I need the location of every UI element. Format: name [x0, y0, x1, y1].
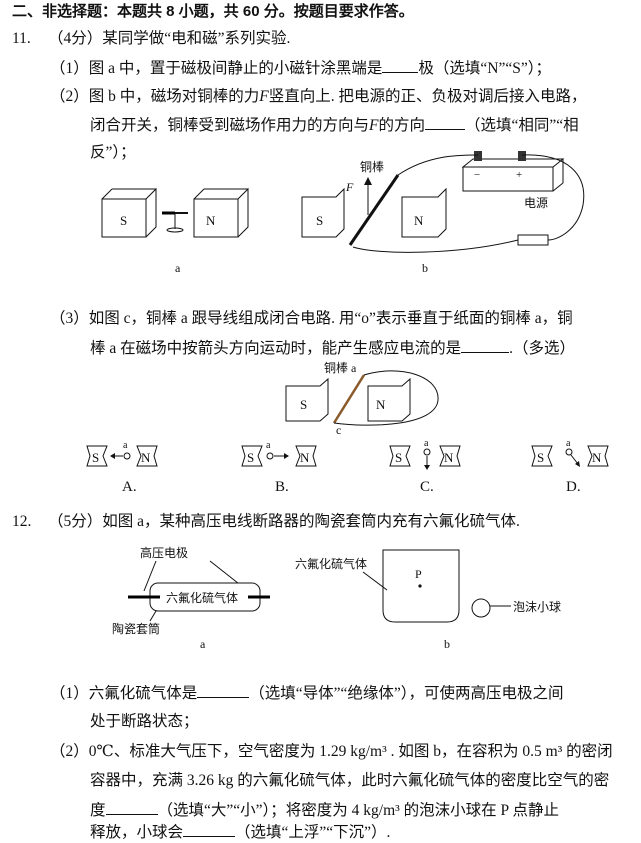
answer-blank[interactable]	[382, 58, 419, 73]
option-b[interactable]: B.	[275, 479, 289, 495]
q11-part2: （2）图 b 中，磁场对铜棒的力F竖直向上. 把电源的正、负极对调后接入电路，	[50, 87, 587, 107]
motion-arrow	[570, 454, 579, 465]
gas-label: 六氟化硫气体	[166, 590, 238, 605]
copper-rod-a	[332, 374, 366, 424]
n-pole-label: N	[206, 213, 216, 228]
option-a-figure: S a N	[86, 440, 158, 467]
q12-number: 12.	[12, 513, 32, 530]
n-pole-label: N	[414, 213, 424, 228]
q11-p2-text3: 闭合开关，铜棒受到磁场作用力的方向与	[90, 117, 370, 134]
point-p-label: P	[415, 567, 422, 581]
n-pole-label: N	[300, 450, 310, 465]
option-c-figure: S a N	[389, 438, 461, 470]
fig-12b-caption: b	[444, 637, 450, 651]
q12-p2-text: （2）0℃、标准大气压下，空气密度为 1.29 kg/m³ . 如图 b，在容积…	[50, 743, 613, 760]
q11-number: 11.	[12, 30, 31, 47]
q11-part3-line2: 棒 a 在磁场中按箭头方向运动时，能产生感应电流的是 .（多选）	[90, 338, 575, 359]
q12-p2-text6: （选填“上浮”“下沉”）.	[235, 824, 391, 841]
force-symbol: F	[259, 88, 269, 105]
q12-p2-text2: 容器中，充满 3.26 kg 的六氟化硫气体，此时六氟化硫气体的密度比空气的密	[90, 772, 610, 789]
minus-label: −	[474, 169, 480, 181]
rod-a-label: 铜棒 a	[324, 360, 357, 375]
n-pole-label: N	[444, 450, 454, 465]
force-symbol: F	[369, 117, 379, 134]
figure-12a: 高压电极 六氟化硫气体 陶瓷套筒	[112, 545, 270, 636]
q12-p2-text3: 度	[90, 802, 106, 819]
rod-label: a	[424, 438, 429, 449]
fig-11b-caption: b	[422, 261, 428, 275]
rod-label: 铜棒	[360, 159, 384, 174]
figure-11b: 铜棒 F S N − + 电源	[301, 151, 585, 253]
q12-part1: （1）六氟化硫气体是 （选填“导体”“绝缘体”），可使两高压电极之间	[50, 683, 564, 704]
q11-p3-text3: .（多选）	[509, 340, 576, 357]
q11-p1-text: （1）图 a 中，置于磁极间静止的小磁针涂黑端是	[50, 60, 383, 77]
q12-p2-text4: （选填“大”“小”）；将密度为 4 kg/m³ 的泡沫小球在 P 点静止	[157, 802, 559, 819]
answer-blank[interactable]	[425, 115, 465, 130]
option-b-figure: S a N	[241, 440, 317, 467]
q11-part1: （1）图 a 中，置于磁极间静止的小磁针涂黑端是 极（选填“N”“S”）；	[50, 58, 551, 79]
q11-p2-text5: （选填“相同”“相	[465, 117, 579, 134]
q11-p3-text: （3）如图 c，铜棒 a 跟导线组成闭合电路. 用“o”表示垂直于纸面的铜棒 a…	[50, 310, 573, 327]
s-pole-label: S	[120, 213, 127, 228]
answer-blank[interactable]	[183, 822, 236, 837]
option-d[interactable]: D.	[566, 479, 581, 495]
q11-p2-text6: 反”）；	[90, 144, 136, 161]
switch	[517, 234, 549, 246]
fig-11a-caption: a	[175, 261, 181, 275]
answer-blank[interactable]	[461, 338, 510, 353]
n-pole-label: N	[141, 450, 151, 465]
answer-blank[interactable]	[105, 800, 158, 815]
n-pole-label: N	[376, 397, 386, 412]
fig-12a-caption: a	[200, 637, 206, 651]
point-p	[418, 584, 422, 588]
q12-part2-line3: 度 （选填“大”“小”）；将密度为 4 kg/m³ 的泡沫小球在 P 点静止	[90, 800, 559, 821]
rod-label: a	[266, 440, 271, 451]
q12-p1-text2: （选填“导体”“绝缘体”），可使两高压电极之间	[249, 685, 564, 702]
option-a[interactable]: A.	[122, 479, 137, 495]
s-pole-label: S	[300, 397, 307, 412]
q12-part2-line4: 释放，小球会 （选填“上浮”“下沉”）.	[90, 822, 390, 843]
option-c[interactable]: C.	[420, 479, 434, 495]
rod-label: a	[566, 438, 571, 449]
q12-head: （5分）如图 a，某种高压电线断路器的陶瓷套筒内充有六氟化硫气体.	[48, 513, 520, 530]
q11-part2-line2: 闭合开关，铜棒受到磁场作用力的方向与F的方向 （选填“相同”“相	[90, 115, 579, 136]
figure-11c: 铜棒 a S N	[285, 360, 439, 426]
q11-p2-text: （2）图 b 中，磁场对铜棒的力	[50, 88, 260, 105]
section-title: 二、非选择题：本题共 8 小题，共 60 分。按题目要求作答。	[12, 3, 414, 20]
rod-label: a	[123, 440, 128, 451]
q12-p2-text5: 释放，小球会	[90, 824, 184, 841]
force-label: F	[345, 180, 354, 194]
copper-rod	[348, 174, 400, 246]
electrode-label: 高压电极	[140, 545, 188, 560]
q11-p2-text2: 竖直向上. 把电源的正、负极对调后接入电路，	[268, 88, 587, 105]
figure-12b: 六氟化硫气体 P 泡沫小球	[295, 549, 561, 623]
fig-11c-caption: c	[336, 423, 342, 437]
s-pole-label: S	[247, 450, 254, 465]
power-label: 电源	[524, 196, 548, 210]
n-pole-label: N	[592, 450, 602, 465]
q12-p1-text: （1）六氟化硫气体是	[50, 685, 198, 702]
gas-label: 六氟化硫气体	[295, 556, 367, 571]
s-pole-label: S	[316, 213, 323, 228]
answer-blank[interactable]	[197, 683, 250, 698]
s-pole-label: S	[92, 450, 99, 465]
sleeve-label: 陶瓷套筒	[112, 621, 160, 636]
ball-label: 泡沫小球	[513, 600, 561, 614]
q11-p1-text2: 极（选填“N”“S”）；	[418, 60, 551, 77]
plus-label: +	[516, 169, 522, 181]
figure-11a: S N	[101, 187, 249, 238]
q11-p2-text4: 的方向	[378, 117, 425, 134]
q11-p3-text2: 棒 a 在磁场中按箭头方向运动时，能产生感应电流的是	[90, 340, 462, 357]
q12-p1-text3: 处于断路状态；	[90, 713, 199, 730]
s-pole-label: S	[395, 450, 402, 465]
foam-ball	[471, 598, 491, 618]
s-pole-label: S	[537, 450, 544, 465]
option-d-figure: S a N	[531, 438, 609, 467]
q11-head: （4分）某同学做“电和磁”系列实验.	[48, 30, 291, 47]
